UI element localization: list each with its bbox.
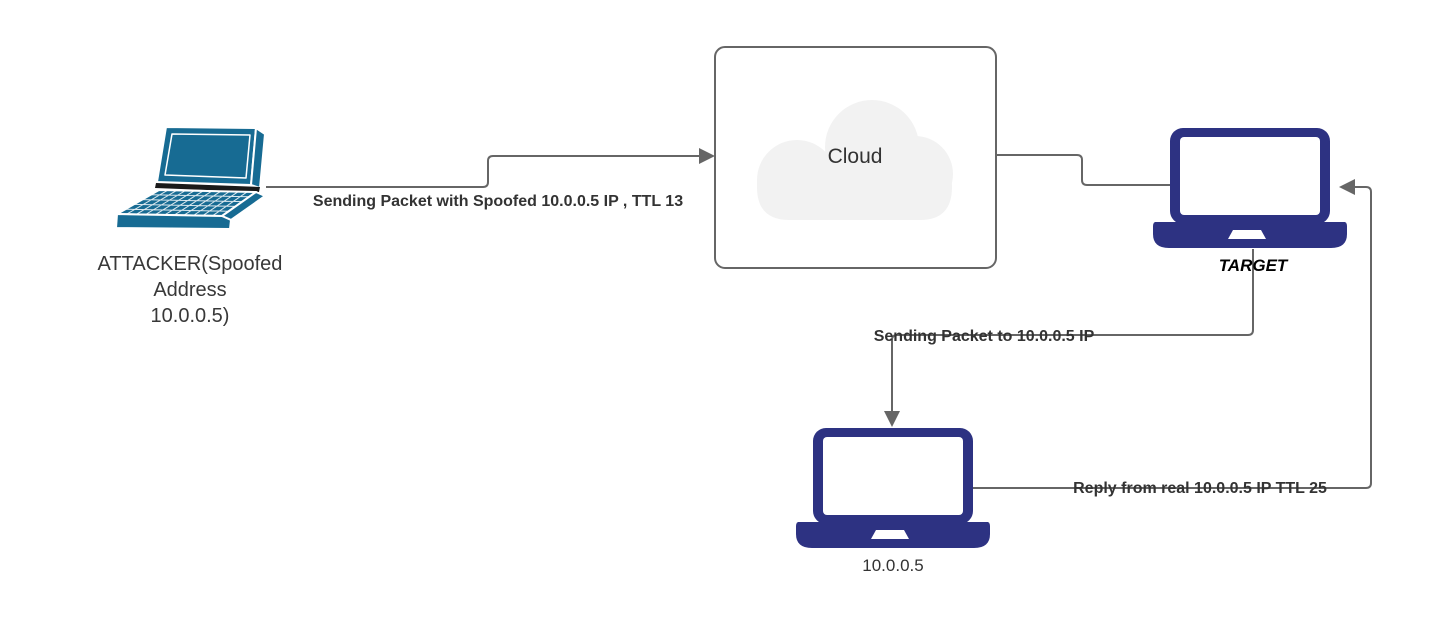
real-host-node: 10.0.0.5	[796, 428, 990, 575]
laptop-perspective-icon	[115, 126, 266, 230]
laptop-front-icon	[1153, 128, 1347, 248]
arrowhead-into-cloud	[699, 148, 715, 164]
edge-label-target-to-real-host: Sending Packet to 10.0.0.5 IP	[874, 328, 1095, 345]
attacker-label: ATTACKER(Spoofed Address 10.0.0.5)	[98, 253, 283, 327]
attacker-node: ATTACKER(Spoofed Address 10.0.0.5)	[98, 126, 283, 327]
arrowhead-into-real-host	[884, 411, 900, 427]
svg-text:10.0.0.5): 10.0.0.5)	[151, 305, 230, 327]
edge-attacker-to-cloud	[266, 148, 715, 188]
arrowhead-into-target	[1339, 179, 1355, 195]
edge-cloud-to-target	[996, 154, 1170, 186]
laptop-front-icon	[796, 428, 990, 548]
target-node: TARGET	[1153, 128, 1347, 275]
cloud-icon	[757, 100, 953, 220]
cloud-node: Cloud	[714, 46, 997, 269]
edge-label-attacker-to-cloud: Sending Packet with Spoofed 10.0.0.5 IP …	[313, 193, 683, 210]
cloud-label: Cloud	[828, 145, 883, 168]
real-host-label: 10.0.0.5	[862, 556, 923, 575]
target-label: TARGET	[1219, 256, 1289, 275]
edge-real-host-to-target	[973, 179, 1372, 489]
svg-text:ATTACKER(Spoofed: ATTACKER(Spoofed	[98, 253, 283, 275]
svg-text:Address: Address	[153, 279, 226, 301]
edge-target-to-real-host	[884, 249, 1254, 427]
edge-label-real-host-to-target: Reply from real 10.0.0.5 IP TTL 25	[1073, 480, 1327, 497]
